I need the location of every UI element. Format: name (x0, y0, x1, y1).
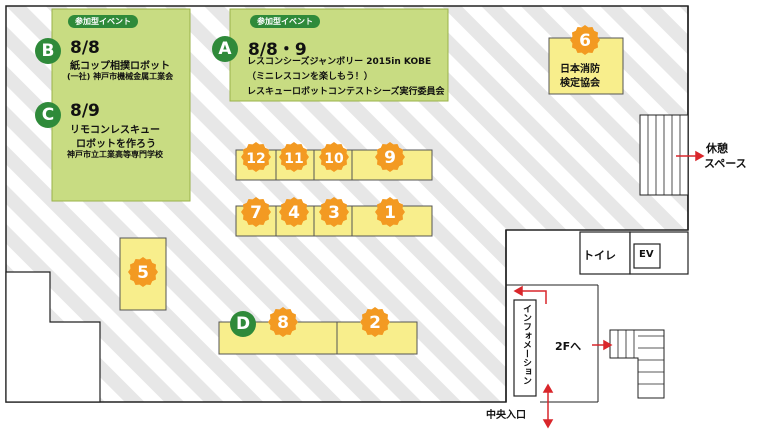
ev-label: EV (639, 249, 654, 260)
booth-number-8: 8 (277, 313, 289, 333)
information-desk (513, 299, 537, 397)
booth-number-4: 4 (288, 203, 300, 223)
zone-a-organizer: レスキューロボットコンテストシーズ実行委員会 (247, 87, 445, 97)
zone-bc-area (51, 8, 191, 202)
booth-6-name-2: 検定協会 (560, 78, 600, 89)
zone-d-badge: D (230, 311, 256, 337)
rest-space-label-1: 休憩 (706, 142, 728, 155)
zone-b-tag: 参加型イベント (68, 15, 138, 28)
toilet-label: トイレ (583, 249, 616, 262)
booth-badge-10: 10 (319, 142, 349, 172)
arrow-2f (592, 339, 613, 351)
booth-6-name-1: 日本消防 (560, 64, 600, 75)
zone-b-title: 紙コップ相撲ロボット (70, 61, 170, 72)
zone-a-tag: 参加型イベント (250, 15, 320, 28)
zone-c-date: 8/9 (70, 101, 100, 121)
arrow-rest-space (676, 150, 705, 162)
booth-number-12: 12 (246, 151, 265, 167)
booth-badge-8: 8 (268, 307, 298, 337)
zone-b-date: 8/8 (70, 38, 100, 58)
booth-5-area (119, 237, 167, 311)
information-label: インフォメーション (521, 304, 531, 385)
toilet-room (579, 231, 631, 275)
zone-c-title-2: ロボットを作ろう (76, 139, 156, 150)
rest-space-label-2: スペース (704, 157, 747, 170)
booth-number-7: 7 (250, 203, 262, 223)
lower-left-wall (5, 271, 101, 403)
arrow-info (513, 285, 547, 304)
arrow-entrance (542, 383, 554, 429)
booth-badge-9: 9 (375, 142, 405, 172)
booth-number-2: 2 (369, 313, 381, 333)
booth-number-3: 3 (328, 203, 340, 223)
booth-badge-4: 4 (279, 197, 309, 227)
booth-number-10: 10 (324, 151, 344, 167)
booth-badge-2: 2 (360, 307, 390, 337)
stairs-lower (609, 329, 665, 399)
zone-a-date: 8/8・9 (248, 40, 307, 60)
to-2f-label: 2Fへ (555, 340, 582, 353)
zone-b-badge: B (35, 38, 61, 64)
booth-number-5: 5 (137, 263, 149, 283)
booth-number-1: 1 (384, 203, 396, 223)
booth-badge-7: 7 (241, 197, 271, 227)
booth-badge-6: 6 (570, 25, 600, 55)
booth-badge-5: 5 (128, 257, 158, 287)
ev-box (633, 243, 661, 269)
zone-c-badge: C (35, 102, 61, 128)
booth-badge-3: 3 (319, 197, 349, 227)
booth-number-9: 9 (384, 148, 396, 168)
booth-badge-1: 1 (375, 197, 405, 227)
zone-a-title: レスコンシーズジャンボリー 2015in KOBE (247, 57, 432, 67)
booth-number-6: 6 (579, 31, 591, 51)
zone-c-organizer: 神戸市立工業高等専門学校 (67, 150, 163, 159)
zone-c-title-1: リモコンレスキュー (70, 125, 160, 136)
booth-badge-12: 12 (241, 142, 271, 172)
booth-badge-11: 11 (279, 142, 309, 172)
stairs-upper (639, 114, 689, 196)
zone-b-organizer: (一社) 神戸市機械金属工業会 (67, 72, 174, 81)
entrance-label: 中央入口 (486, 410, 526, 421)
booth-number-11: 11 (284, 151, 303, 167)
zone-a-subtitle: （ミニレスコンを楽しもう！） (247, 72, 373, 82)
zone-a-badge: A (212, 36, 238, 62)
